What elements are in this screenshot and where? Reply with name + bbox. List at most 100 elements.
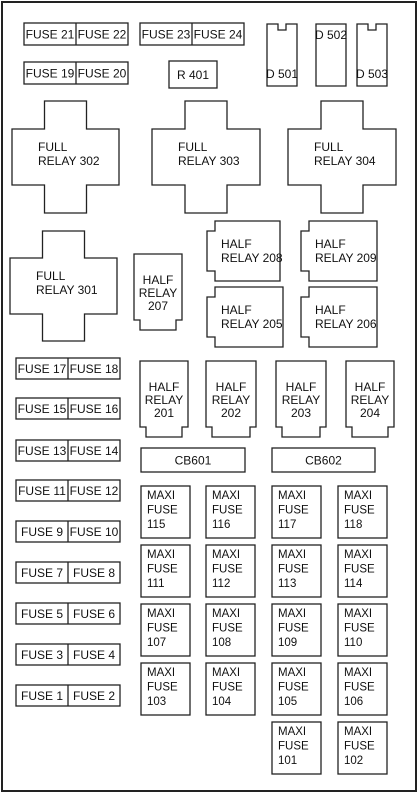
- maxi-fuse-slot: [337, 603, 388, 657]
- component-label: FUSE: [278, 682, 309, 694]
- component-label: HALF: [221, 237, 252, 251]
- component-label: FUSE 2: [73, 689, 115, 703]
- component-label: FUSE 1: [21, 689, 63, 703]
- relay-outline: [11, 100, 120, 214]
- component-label: FUSE 15: [18, 402, 67, 416]
- component-label: FUSE 4: [73, 648, 115, 662]
- fuse-pair: FUSE 7 FUSE 8: [15, 561, 121, 584]
- component-label: FULL: [36, 269, 66, 283]
- component-label: 201: [154, 406, 174, 420]
- component-label: HALF: [315, 237, 346, 251]
- component-label: FUSE 18: [70, 362, 119, 376]
- relay-outline: [205, 360, 257, 438]
- relay-outline: [287, 100, 397, 214]
- relay-outline: [275, 360, 327, 438]
- component-label: FUSE 17: [18, 362, 67, 376]
- maxi-fuse-slot: [271, 662, 322, 716]
- maxi-fuse-slot: [205, 603, 256, 657]
- circuit-breaker: CB601: [140, 447, 246, 473]
- component-label: HALF: [149, 380, 180, 394]
- component-label: FULL: [314, 140, 344, 154]
- component-label: RELAY 303: [178, 154, 240, 168]
- component-label: HALF: [221, 303, 252, 317]
- component-label: MAXI: [344, 667, 372, 679]
- component-label: 117: [278, 519, 296, 531]
- maxi-fuse-slot: [337, 544, 388, 598]
- component-label: D 502: [315, 28, 347, 42]
- component-label: FUSE 20: [78, 67, 127, 81]
- component-label: D 501: [266, 67, 298, 81]
- component-label: HALF: [143, 273, 174, 287]
- relay-outline: [206, 286, 284, 348]
- component-label: RELAY: [145, 393, 183, 407]
- component-label: FUSE: [212, 505, 243, 517]
- component-label: MAXI: [344, 549, 372, 561]
- component-label: FUSE: [212, 682, 243, 694]
- component-label: FUSE 9: [21, 525, 63, 539]
- component-label: FUSE 7: [21, 566, 63, 580]
- component-label: D 503: [356, 67, 388, 81]
- component-label: FUSE 10: [70, 525, 119, 539]
- circuit-breaker: CB602: [271, 447, 376, 473]
- component-label: MAXI: [212, 549, 240, 561]
- component-label: MAXI: [344, 608, 372, 620]
- component-label: 204: [360, 406, 380, 420]
- component-label: FUSE 11: [18, 484, 66, 498]
- component-label: 115: [147, 519, 165, 531]
- maxi-fuse-slot: [271, 721, 322, 775]
- component-label: MAXI: [278, 490, 306, 502]
- component-label: MAXI: [344, 490, 372, 502]
- component-label: FUSE: [147, 682, 178, 694]
- component-label: RELAY 208: [221, 251, 283, 265]
- component-label: FULL: [178, 140, 208, 154]
- resistor-r401: R 401: [168, 60, 218, 89]
- component-label: FUSE 14: [70, 444, 119, 458]
- component-label: MAXI: [278, 667, 306, 679]
- component-label: 101: [278, 755, 297, 767]
- component-label: HALF: [355, 380, 386, 394]
- maxi-fuse-slot: [271, 603, 322, 657]
- component-label: FUSE: [278, 623, 309, 635]
- component-label: FUSE 19: [26, 67, 75, 81]
- maxi-fuse-slot: [337, 485, 388, 539]
- component-label: FUSE: [344, 623, 375, 635]
- component-label: MAXI: [278, 726, 306, 738]
- maxi-fuse-slot: [205, 485, 256, 539]
- relay-outline: [300, 220, 378, 282]
- maxi-fuse-slot: [271, 544, 322, 598]
- breaker-slot: [140, 447, 246, 473]
- breaker-slot: [271, 447, 376, 473]
- component-label: FUSE 13: [18, 444, 67, 458]
- diode-slot: [315, 23, 347, 87]
- component-label: FUSE 8: [73, 566, 115, 580]
- maxi-fuse-slot: [337, 721, 388, 775]
- component-label: FUSE 23: [142, 28, 191, 42]
- component-label: 103: [147, 696, 166, 708]
- component-label: MAXI: [147, 608, 175, 620]
- component-label: 108: [212, 637, 231, 649]
